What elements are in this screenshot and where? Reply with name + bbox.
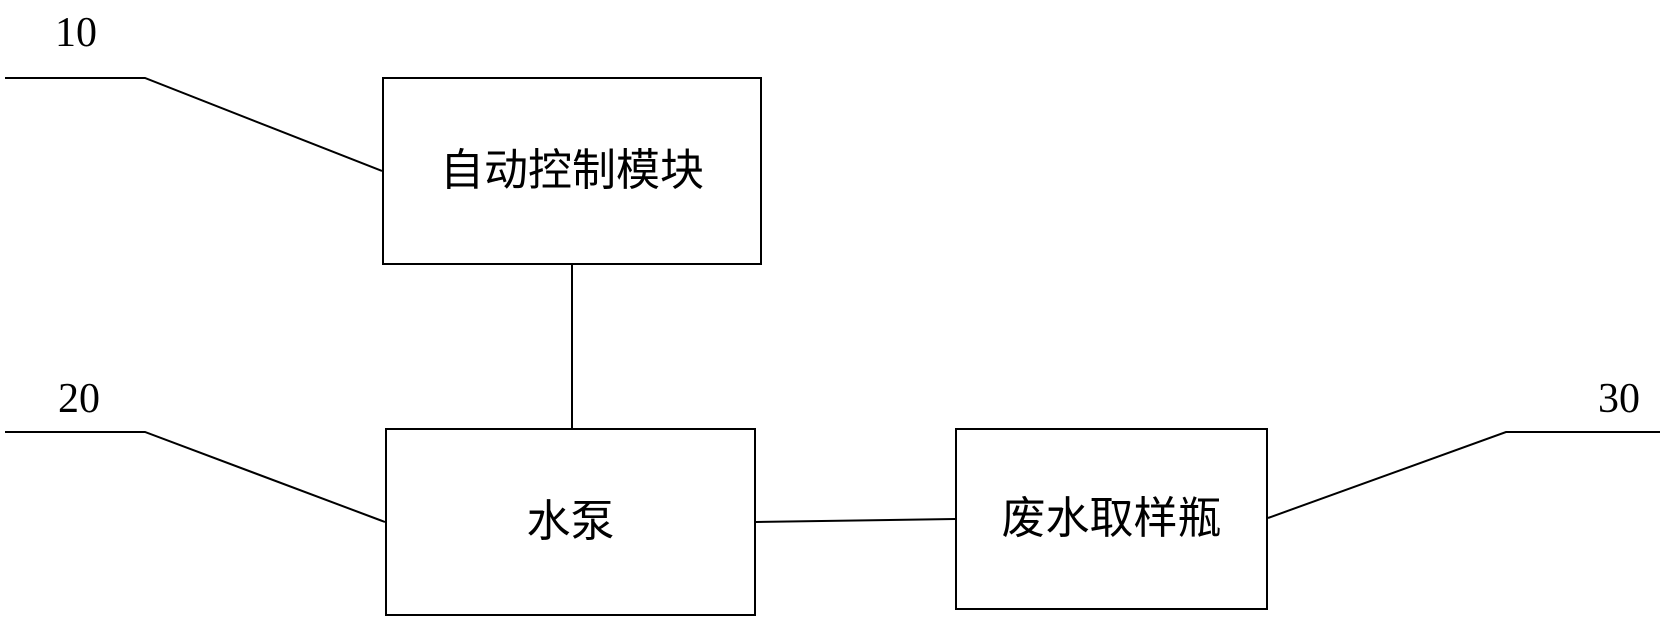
pump-box: 水泵: [385, 428, 756, 616]
leader-line-30: [1267, 431, 1660, 519]
ref-label-30: 30: [1598, 376, 1640, 422]
sample-bottle-label: 废水取样瓶: [1001, 493, 1222, 544]
auto-control-module-box: 自动控制模块: [382, 77, 762, 265]
pump-label: 水泵: [526, 496, 615, 547]
leader-line-10: [5, 77, 383, 172]
leader-line-20: [5, 431, 386, 523]
ref-label-20: 20: [58, 376, 100, 422]
sample-bottle-box: 废水取样瓶: [955, 428, 1268, 610]
ref-label-10: 10: [55, 10, 97, 56]
connector-pump-to-bottle: [755, 518, 956, 523]
auto-control-module-label: 自动控制模块: [440, 145, 704, 196]
